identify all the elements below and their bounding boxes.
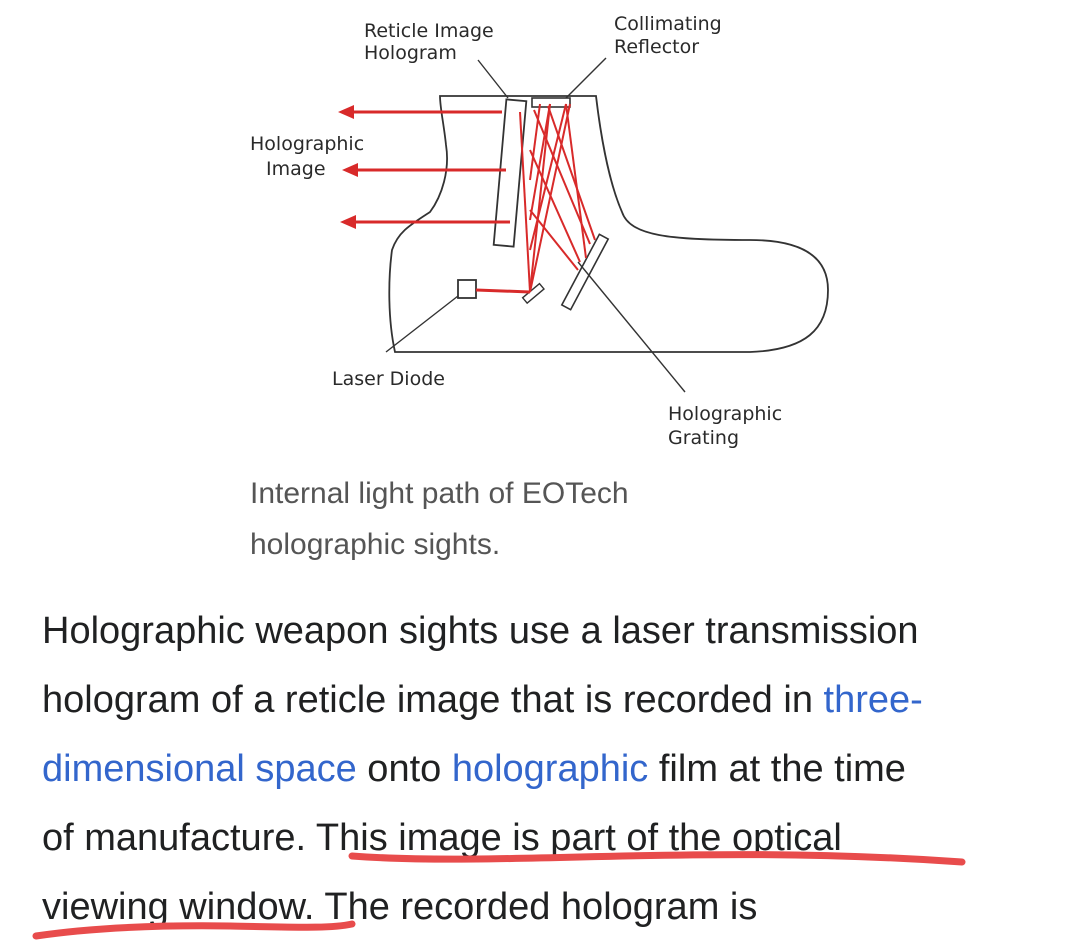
link-three-dimensional-space[interactable]: three- <box>823 679 923 721</box>
sight-housing-outline <box>388 95 829 353</box>
paragraph-line-3: dimensional space onto holographic film … <box>42 735 1042 804</box>
label-collimating-line2: Reflector <box>614 36 699 58</box>
paragraph-line-5: viewing window. The recorded hologram is <box>42 873 1042 942</box>
light-path-diagram: Reticle Image Hologram Collimating Refle… <box>230 0 850 460</box>
beam-arrowheads <box>338 105 358 229</box>
paragraph-line-4: of manufacture. This image is part of th… <box>42 804 1042 873</box>
label-reticle-line2: Hologram <box>364 42 457 64</box>
label-holo-image-line2: Image <box>266 158 326 180</box>
laser-beam-rays <box>475 103 596 294</box>
label-grating-line1: Holographic <box>668 403 782 425</box>
label-collimating-line1: Collimating <box>614 13 722 35</box>
label-grating-line2: Grating <box>668 427 739 449</box>
caption-line-1: Internal light path of EOTech <box>250 477 629 510</box>
caption-line-2: holographic sights. <box>250 528 501 561</box>
outgoing-beams <box>352 110 510 224</box>
diagram-svg: Reticle Image Hologram Collimating Refle… <box>250 13 829 449</box>
paragraph-text: film at the time <box>648 748 906 790</box>
label-holo-image-line1: Holographic <box>250 133 364 155</box>
underlined-text-part-1: This image is part of the optical <box>315 817 842 859</box>
paragraph-line-2: hologram of a reticle image that is reco… <box>42 666 1042 735</box>
figure-caption: Internal light path of EOTech holographi… <box>250 468 810 570</box>
underlined-text-part-2: viewing window. <box>42 886 315 928</box>
link-three-dimensional-space-cont[interactable]: dimensional space <box>42 748 357 790</box>
reticle-hologram-plate <box>492 98 528 248</box>
label-leader-lines <box>385 57 686 393</box>
holographic-grating <box>560 233 610 311</box>
paragraph-text: of manufacture. <box>42 817 316 859</box>
label-laser-diode: Laser Diode <box>332 368 445 390</box>
turning-mirror <box>521 282 545 305</box>
link-holographic[interactable]: holographic <box>451 748 649 790</box>
laser-diode-box <box>457 279 477 299</box>
paragraph-text: hologram of a reticle image that is reco… <box>42 679 824 721</box>
paragraph-line-1: Holographic weapon sights use a laser tr… <box>42 597 1042 666</box>
paragraph-text: onto <box>356 748 452 790</box>
article-paragraph: Holographic weapon sights use a laser tr… <box>42 597 1042 942</box>
paragraph-text: The recorded hologram is <box>314 886 758 928</box>
collimating-reflector <box>531 97 571 108</box>
label-reticle-line1: Reticle Image <box>364 20 494 42</box>
paragraph-text: Holographic weapon sights use a laser tr… <box>42 610 919 652</box>
